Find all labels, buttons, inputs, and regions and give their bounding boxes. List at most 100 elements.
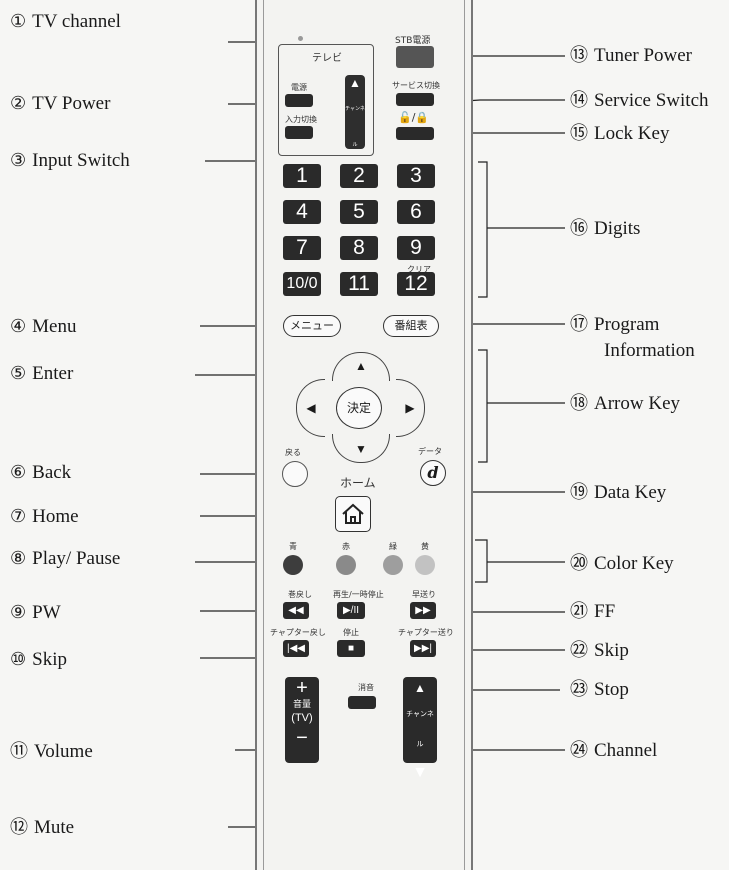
color-key-green[interactable]: [383, 555, 403, 575]
channel-up-icon: ▲: [349, 76, 361, 90]
digit-button-4[interactable]: 4: [283, 200, 321, 224]
callout-number: ⑨: [10, 602, 27, 622]
chapter-forward-button[interactable]: ▶▶|: [410, 640, 436, 657]
fast-forward-caption: 早送り: [412, 590, 436, 599]
tv-power-caption: 電源: [291, 83, 307, 92]
digit-button-6[interactable]: 6: [397, 200, 435, 224]
rewind-caption: 巻戻し: [288, 590, 312, 599]
callout-text: PW: [32, 602, 61, 623]
bracket-color: [475, 539, 488, 583]
callout-number: ⑦: [10, 506, 27, 526]
callout-text: Mute: [34, 817, 75, 838]
back-button[interactable]: [282, 461, 308, 487]
color-caption-green: 緑: [389, 542, 397, 551]
clear-caption: クリア: [407, 265, 431, 274]
callout-text: Skip: [594, 640, 629, 661]
channel-rocker[interactable]: ▲ チャンネル ▼: [403, 677, 437, 781]
callout-text: Program: [594, 314, 660, 335]
digit-button-7[interactable]: 7: [283, 236, 321, 260]
volume-caption: 音量: [292, 700, 311, 710]
right-callout-10: ㉒ Skip: [570, 639, 629, 662]
mute-button[interactable]: [348, 696, 376, 709]
right-callout-3: ⑮ Lock Key: [570, 122, 669, 145]
input-switch-button[interactable]: [285, 126, 313, 139]
callout-text: FF: [594, 601, 616, 622]
channel-rocker-caption: チャンネル: [345, 106, 365, 148]
callout-number: ③: [10, 150, 27, 170]
callout-number: ⑪: [10, 741, 28, 761]
play-pause-button[interactable]: ▶/II: [337, 602, 365, 619]
digit-button-12[interactable]: 12: [397, 272, 435, 296]
volume-rocker[interactable]: + 音量 (TV) −: [285, 677, 319, 763]
tv-power-button[interactable]: [285, 94, 313, 107]
chapter-back-caption: チャプター戻し: [270, 628, 326, 637]
digit-button-8[interactable]: 8: [340, 236, 378, 260]
tv-label: テレビ: [312, 53, 342, 64]
indicator-led: [298, 36, 303, 41]
back-caption: 戻る: [285, 448, 301, 457]
rewind-button[interactable]: ◀◀: [283, 602, 309, 619]
tuner-power-button[interactable]: [396, 46, 434, 68]
tv-channel-rocker[interactable]: ▲ チャンネル ▼: [345, 75, 365, 178]
stop-button[interactable]: ■: [337, 640, 365, 657]
rewind-icon: ◀◀: [288, 605, 304, 616]
callout-number: ㉔: [570, 740, 588, 760]
callout-number: ⑧: [10, 548, 27, 568]
color-key-yellow[interactable]: [415, 555, 435, 575]
callout-number: ㉒: [570, 640, 588, 660]
channel-up-icon-bottom: ▲: [414, 681, 426, 695]
digit-button-5[interactable]: 5: [340, 200, 378, 224]
callout-number: ⑰: [570, 314, 588, 334]
data-key-button[interactable]: d: [420, 460, 446, 486]
callout-text: Stop: [594, 679, 629, 700]
callout-text: Service Switch: [594, 90, 709, 111]
digit-button-1[interactable]: 1: [283, 164, 321, 188]
color-key-blue[interactable]: [283, 555, 303, 575]
dpad-up-button[interactable]: ▲: [332, 352, 390, 381]
tv-block-frame: [278, 44, 374, 156]
callout-text: Play/ Pause: [32, 548, 121, 569]
dpad-left-button[interactable]: ◀: [296, 379, 325, 437]
digit-button-9[interactable]: 9: [397, 236, 435, 260]
callout-text: Back: [32, 462, 72, 483]
home-icon: [342, 503, 364, 524]
callout-text: Skip: [32, 649, 67, 670]
digit-button-2[interactable]: 2: [340, 164, 378, 188]
digit-button-10-0[interactable]: 10/0: [283, 272, 321, 296]
enter-button[interactable]: 決定: [336, 387, 382, 429]
callout-text: Lock Key: [594, 123, 670, 144]
callout-text: Channel: [594, 740, 658, 761]
play-pause-icon: ▶/II: [342, 605, 360, 616]
lock-key-button[interactable]: [396, 127, 434, 140]
dpad-down-button[interactable]: ▼: [332, 434, 390, 463]
digit-button-3[interactable]: 3: [397, 164, 435, 188]
fast-forward-button[interactable]: ▶▶: [410, 602, 436, 619]
dpad-right-button[interactable]: ▶: [396, 379, 425, 437]
callout-number: ①: [10, 11, 27, 31]
home-caption: ホーム: [340, 476, 376, 490]
home-button[interactable]: [335, 496, 371, 532]
color-caption-blue: 青: [289, 542, 297, 551]
bracket-arrow: [478, 349, 488, 463]
dpad: ▲ ▼ ◀ ▶ 決定: [296, 352, 425, 463]
callout-number: ⑮: [570, 123, 588, 143]
digit-button-11[interactable]: 11: [340, 272, 378, 296]
color-key-red[interactable]: [336, 555, 356, 575]
service-switch-button[interactable]: [396, 93, 434, 106]
menu-button[interactable]: メニュー: [283, 315, 341, 337]
callout-text: Digits: [594, 218, 641, 239]
chapter-back-button[interactable]: |◀◀: [283, 640, 309, 657]
program-guide-button[interactable]: 番組表: [383, 315, 439, 337]
channel-down-icon-bottom: ▼: [412, 764, 428, 781]
callout-text: Color Key: [594, 553, 674, 574]
color-caption-yellow: 黄: [421, 542, 429, 551]
